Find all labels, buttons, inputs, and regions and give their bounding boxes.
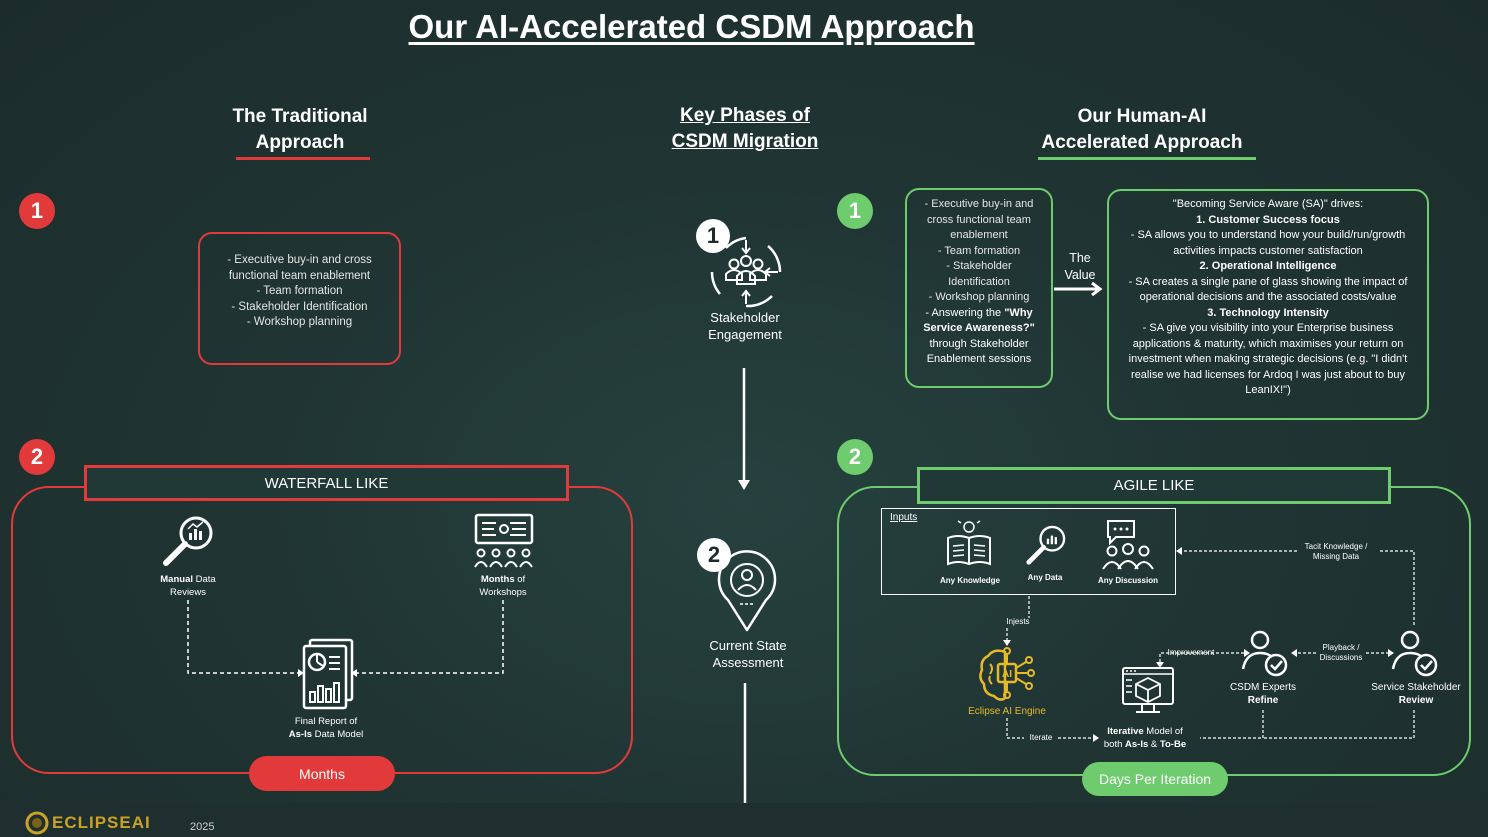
workshops-label: Months of Workshops (479, 574, 527, 598)
traditional-step-1-badge: 1 (19, 193, 55, 229)
inputs-box (881, 508, 1176, 595)
agile-title: AGILE LIKE (917, 467, 1391, 504)
accelerated-step-2-badge: 2 (837, 439, 873, 475)
any-discussion-label: Any Discussion (1097, 576, 1158, 585)
traditional-phase1-box: - Executive buy-in and cross functional … (198, 232, 401, 365)
months-pill: Months (249, 756, 395, 791)
the-value-label: The Value (1064, 251, 1096, 282)
csdm-experts-label: CSDM Experts Refine (1229, 682, 1297, 706)
playback-label: Playback / Discussions (1319, 643, 1363, 662)
any-data-label: Any Data (1027, 573, 1063, 582)
stakeholder-engagement-label: Stakeholder Engagement (708, 310, 782, 342)
final-report-label: Final Report of As-Is Data Model (288, 716, 364, 740)
ai-brain-icon: AI (979, 647, 1035, 701)
accelerated-phase1-box: - Executive buy-in and cross functional … (905, 188, 1053, 388)
traditional-underline (236, 157, 370, 160)
inputs-label: Inputs (890, 512, 918, 523)
manual-reviews-label: Manual Data Reviews (160, 574, 216, 598)
service-stakeholder-label: Service Stakeholder Review (1371, 682, 1461, 706)
discussion-icon (1102, 520, 1154, 570)
phase-1-badge: 1 (696, 219, 730, 253)
iterative-model-icon (1122, 667, 1174, 713)
footer-bar (0, 803, 1488, 837)
days-per-iteration-pill: Days Per Iteration (1082, 762, 1228, 796)
phases-header: Key Phases of CSDM Migration (671, 105, 819, 152)
traditional-header: The Traditional Approach (232, 106, 368, 153)
stakeholder-check-icon (1391, 630, 1438, 677)
eclipse-ai-logo-text: ECLIPSEAI (52, 813, 151, 832)
iterative-model-label: Iterative Model of both As-Is & To-Be (1103, 726, 1187, 750)
svg-text:AI: AI (1002, 669, 1012, 680)
location-pin-person-icon (717, 550, 777, 632)
footer-year: 2025 (190, 821, 215, 833)
injests-label: Injests (1006, 617, 1030, 626)
phase-2-badge: 2 (697, 538, 731, 572)
magnifier-chart-icon (163, 516, 213, 566)
traditional-step-2-badge: 2 (19, 439, 55, 475)
current-state-label: Current State Assessment (709, 638, 787, 670)
eclipse-logo-icon (25, 811, 49, 835)
any-knowledge-label: Any Knowledge (939, 576, 1000, 585)
value-box: "Becoming Service Aware (SA)" drives: 1.… (1107, 189, 1429, 420)
person-check-icon (1241, 630, 1288, 677)
value-arrow (1054, 281, 1103, 297)
accelerated-header: Our Human-AI Accelerated Approach (1041, 106, 1243, 153)
tacit-knowledge-label: Tacit Knowledge / Missing Data (1304, 542, 1368, 561)
report-icon (302, 638, 354, 710)
magnifier-chart-small-icon (1026, 525, 1066, 565)
workshop-icon (474, 513, 534, 568)
accelerated-step-1-badge: 1 (837, 193, 873, 229)
eclipse-ai-engine-label: Eclipse AI Engine (968, 706, 1046, 717)
improvement-label: Improvement (1167, 648, 1215, 657)
iterate-label: Iterate (1029, 733, 1053, 742)
accelerated-underline (1038, 157, 1256, 160)
book-lightbulb-icon (947, 520, 991, 566)
stakeholder-engagement-icon (710, 236, 782, 308)
waterfall-title: WATERFALL LIKE (84, 465, 569, 501)
page-title: Our AI-Accelerated CSDM Approach (408, 8, 975, 45)
